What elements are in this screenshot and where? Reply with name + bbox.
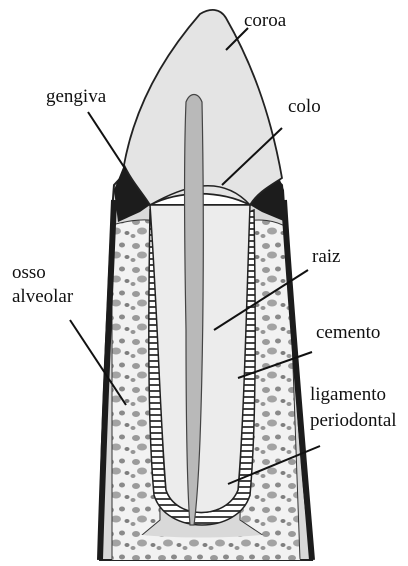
label-ligamento: ligamento (310, 384, 386, 406)
label-coroa: coroa (244, 10, 286, 32)
label-osso: osso (12, 262, 46, 284)
label-alveolar: alveolar (12, 286, 73, 308)
label-colo: colo (288, 96, 321, 118)
label-raiz: raiz (312, 246, 340, 268)
label-cemento: cemento (316, 322, 380, 344)
label-periodontal: periodontal (310, 410, 397, 432)
label-gengiva: gengiva (46, 86, 106, 108)
leader-gengiva (88, 112, 126, 170)
